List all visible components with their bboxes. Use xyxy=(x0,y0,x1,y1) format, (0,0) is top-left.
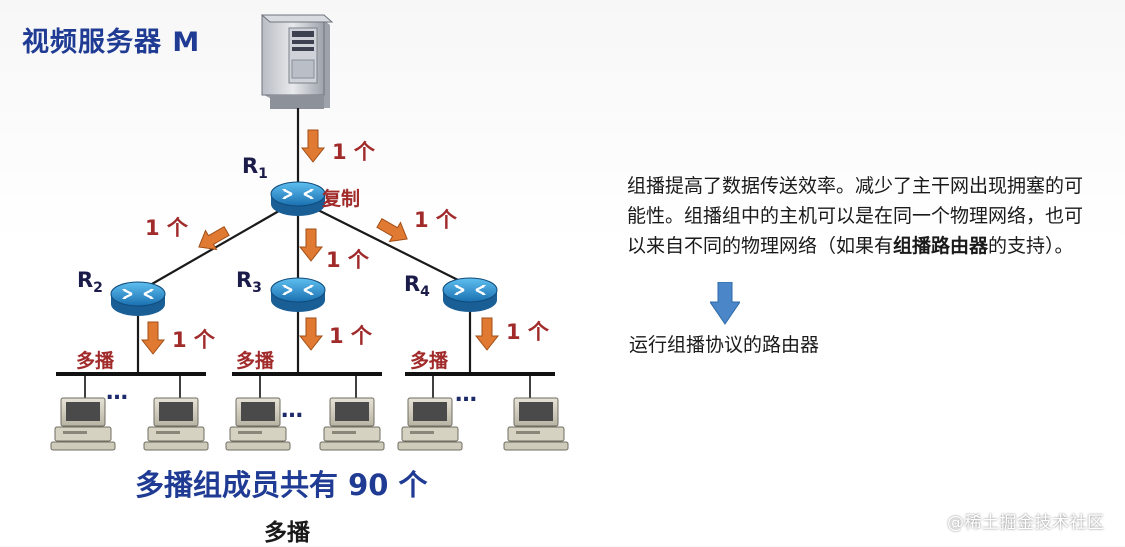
more-hosts-ellipsis: … xyxy=(455,382,477,407)
multicast-label: 多播 xyxy=(76,350,115,372)
description-bold-term: 组播路由器 xyxy=(893,235,989,257)
multicast-label: 多播 xyxy=(236,350,275,372)
flow-arrow-icon xyxy=(475,317,499,351)
host-pc-icon xyxy=(397,397,463,451)
host-pc-icon xyxy=(50,397,116,451)
flow-arrow-icon xyxy=(198,225,230,251)
multicast-router-note: 运行组播协议的路由器 xyxy=(629,334,820,356)
router-label-r2: R2 xyxy=(77,268,103,297)
router-label-r4: R4 xyxy=(404,272,430,301)
video-server-icon xyxy=(260,14,334,109)
router-r3-icon xyxy=(269,276,327,314)
faded-background-text xyxy=(470,445,770,505)
more-hosts-ellipsis: … xyxy=(106,380,128,405)
router-r4-icon xyxy=(441,276,499,314)
count-label-server: 1 个 xyxy=(332,140,375,164)
count-label-r3: 1 个 xyxy=(326,248,369,272)
summary-text: 多播组成员共有 90 个 xyxy=(135,468,428,502)
diagram-title: 视频服务器 M xyxy=(22,27,201,58)
flow-arrow-icon xyxy=(141,321,165,355)
flow-arrow-icon xyxy=(299,317,323,351)
multicast-label: 多播 xyxy=(410,350,449,372)
router-r2-icon xyxy=(109,280,167,318)
router-label-r3: R3 xyxy=(236,268,262,297)
host-pc-icon xyxy=(319,397,385,451)
diagram-caption: 多播 xyxy=(264,520,310,546)
flow-arrow-icon xyxy=(301,129,325,163)
count-label-r2: 1 个 xyxy=(145,216,188,240)
watermark: @稀土掘金技术社区 xyxy=(947,513,1105,533)
flow-arrow-icon xyxy=(376,217,408,243)
count-label-r4: 1 个 xyxy=(414,208,457,232)
links xyxy=(136,108,472,372)
host-pc-icon xyxy=(143,397,209,451)
flow-arrow-icon xyxy=(299,228,323,262)
count-label-lan1: 1 个 xyxy=(172,328,215,352)
more-hosts-ellipsis: … xyxy=(281,398,303,423)
count-label-lan3: 1 个 xyxy=(506,320,549,344)
down-arrow-icon xyxy=(710,282,740,325)
count-label-lan2: 1 个 xyxy=(329,324,372,348)
description-text: 组播提高了数据传送效率。减少了主干网出现拥塞的可能性。组播组中的主机可以是在同一… xyxy=(627,175,1084,257)
host-pc-icon xyxy=(503,397,569,451)
copy-label: 复制 xyxy=(322,188,361,210)
router-r1-icon xyxy=(269,180,327,218)
router-label-r1: R1 xyxy=(242,154,268,183)
